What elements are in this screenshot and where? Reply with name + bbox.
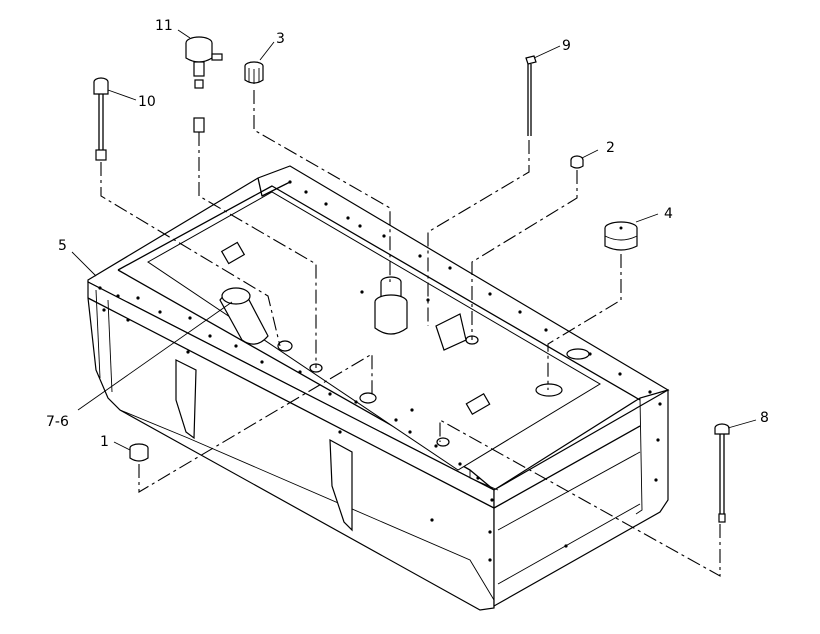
callout-10: 10 (138, 94, 156, 110)
part-3-cap-icon (244, 61, 264, 84)
callout-1: 1 (100, 434, 109, 450)
part-11-vent-cap-icon (185, 36, 223, 133)
callout-9: 9 (562, 38, 571, 54)
callout-7-6: 7-6 (46, 414, 69, 430)
callout-4: 4 (664, 206, 673, 222)
part-8-bolt-icon (714, 423, 730, 523)
callout-2: 2 (606, 140, 615, 156)
callout-3: 3 (276, 31, 285, 47)
part-4-plug-icon (604, 221, 638, 251)
part-10-dipstick-icon (93, 77, 109, 161)
assembly-centerlines (100, 90, 721, 577)
callout-11: 11 (155, 18, 173, 34)
callout-8: 8 (760, 410, 769, 426)
part-1-plug-icon (129, 443, 149, 462)
base-frame (87, 165, 670, 611)
callout-labels: 11 10 3 9 2 4 5 7-6 1 8 (46, 18, 769, 450)
part-2-nut-icon (570, 155, 584, 169)
callout-5: 5 (58, 238, 67, 254)
part-9-bolt-icon (525, 55, 537, 136)
leader-lines (71, 29, 757, 451)
